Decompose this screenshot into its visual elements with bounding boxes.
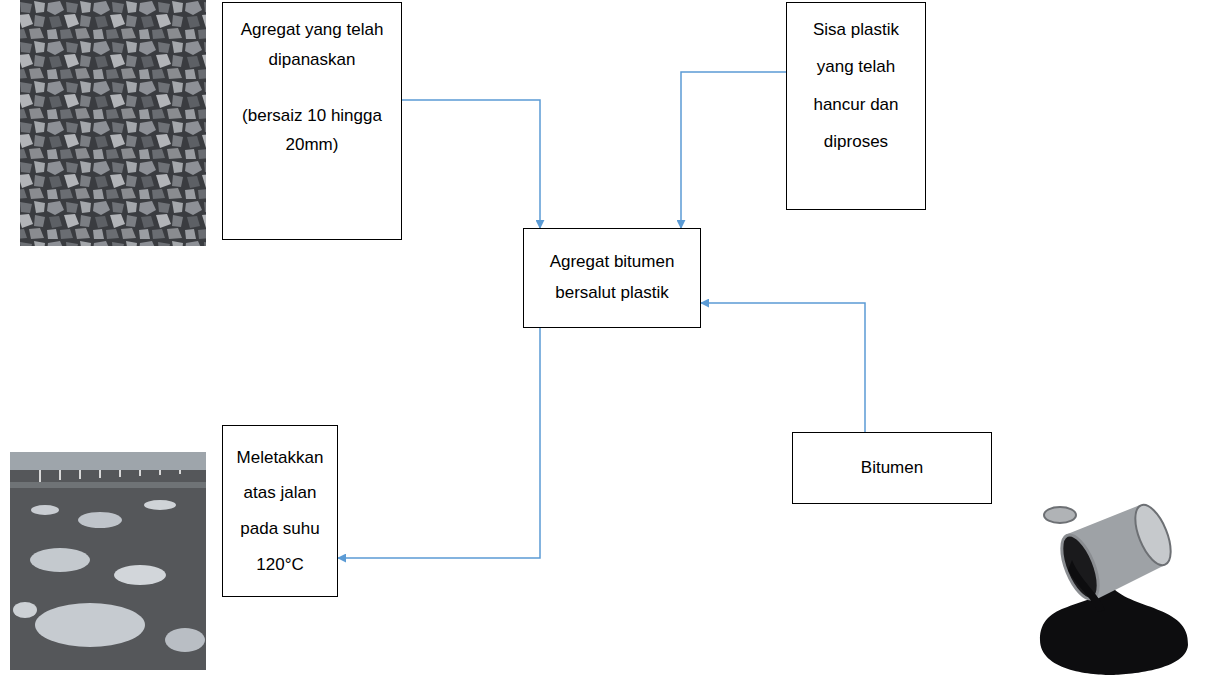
input-box: Agregat yang telah dipanaskan (bersaiz 10… (222, 2, 402, 240)
box-note: (bersaiz 10 hingga 20mm) (231, 101, 393, 161)
gravel-photo (20, 0, 206, 246)
flow-arrow (701, 303, 865, 432)
flow-arrow (402, 100, 540, 228)
flow-arrow (338, 328, 540, 558)
box-text: Sisa plastik yang telah hancur dan dipro… (793, 11, 919, 161)
road-photo (10, 452, 206, 670)
input-box: Bitumen (792, 432, 992, 504)
box-text: Agregat yang telah dipanaskan (231, 15, 393, 75)
box-text: Agregat bitumen bersalut plastik (532, 247, 692, 308)
input-box: Sisa plastik yang telah hancur dan dipro… (786, 2, 926, 210)
box-text: Meletakkan atas jalan pada suhu 120°C (228, 440, 332, 583)
process-box: Agregat bitumen bersalut plastik (523, 228, 701, 328)
flow-arrow (681, 72, 786, 228)
output-box: Meletakkan atas jalan pada suhu 120°C (222, 425, 338, 597)
bitumen-can-photo (1040, 500, 1188, 675)
box-text: Bitumen (861, 455, 923, 481)
